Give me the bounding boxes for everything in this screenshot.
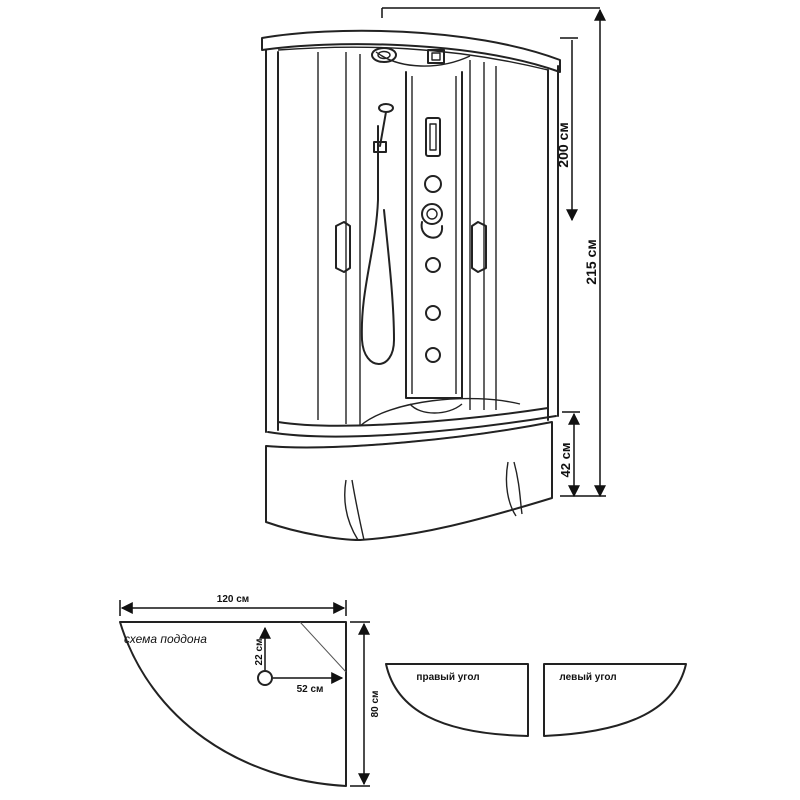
left-corner-variant: левый угол xyxy=(543,663,687,737)
tray-outline xyxy=(119,621,347,787)
tray-skirt xyxy=(265,421,553,541)
left-corner-label: левый угол xyxy=(559,672,616,683)
drain-icon xyxy=(257,670,273,686)
jet-1 xyxy=(424,175,442,193)
right-corner-label: правый угол xyxy=(416,672,479,683)
dim-42-label: 42 см xyxy=(558,443,573,478)
dim-215-label: 215 см xyxy=(583,239,599,284)
jet-4 xyxy=(425,347,441,363)
dim-200-label: 200 см xyxy=(555,122,571,167)
tray-scheme-title: схема поддона xyxy=(124,632,207,646)
cabin-dimensions: 215 см 200 см 42 см xyxy=(381,7,606,498)
right-door-handle xyxy=(471,221,487,273)
left-door-handle xyxy=(335,221,351,273)
tray-top xyxy=(267,407,557,438)
speaker-icon xyxy=(371,47,397,63)
dim-52-label: 52 см xyxy=(297,684,324,695)
shower-cabin xyxy=(261,29,561,541)
fan-icon xyxy=(427,49,445,64)
back-panel xyxy=(375,51,471,399)
dim-120-label: 120 см xyxy=(217,594,249,605)
hand-shower-icon xyxy=(360,103,395,365)
jet-2 xyxy=(425,257,441,273)
left-frame xyxy=(265,49,279,433)
tray-scheme: 120 см 80 см 22 см 52 см схема поддона xyxy=(119,594,381,787)
mixer-icon xyxy=(420,203,444,239)
right-corner-variant: правый угол xyxy=(385,663,529,737)
dim-80-label: 80 см xyxy=(370,691,381,718)
dim-22-label: 22 см xyxy=(254,639,265,666)
jet-3 xyxy=(425,305,441,321)
right-frame xyxy=(547,65,559,421)
control-display xyxy=(425,117,441,157)
cabin-roof xyxy=(261,29,561,73)
